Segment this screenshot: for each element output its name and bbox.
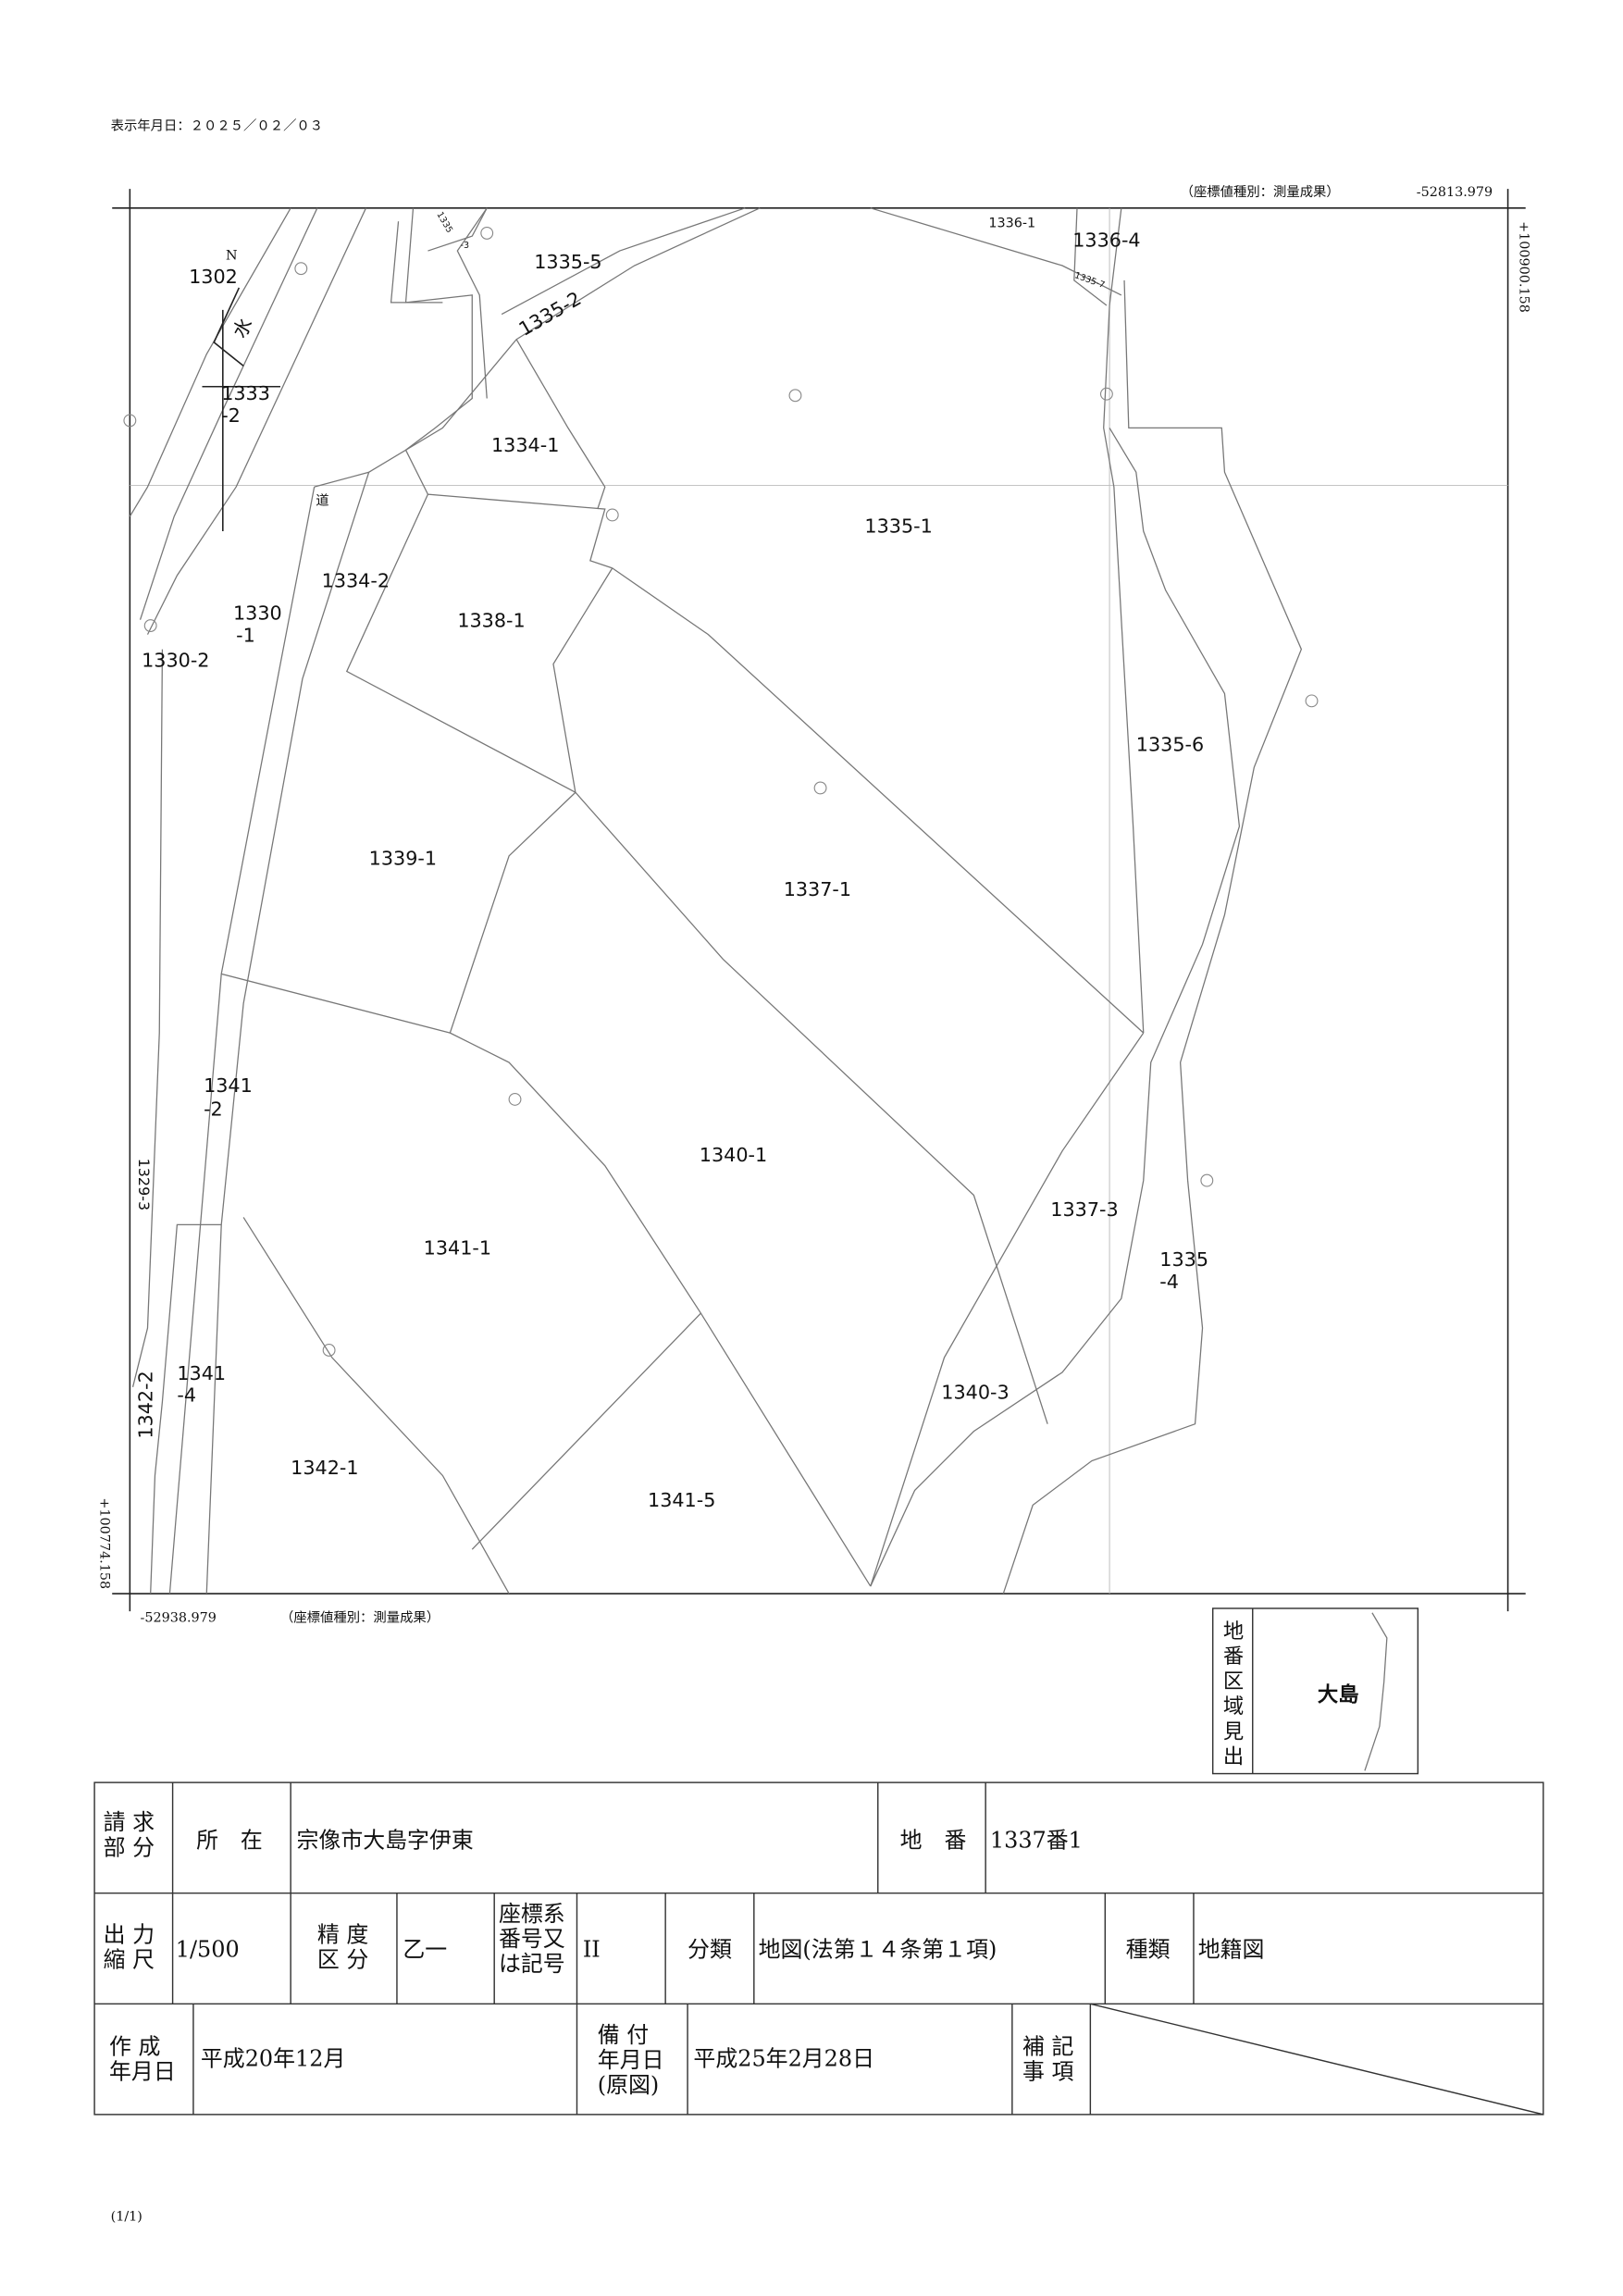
area-index-title: 地番区域見出 [1223, 1620, 1244, 1769]
display-date: 表示年月日：２０２５／０２／０３ [111, 118, 324, 133]
parcel-label: 1330-2 [142, 650, 209, 672]
parcel-label: 1341 [177, 1362, 226, 1384]
parcel-label: -1 [236, 625, 255, 647]
page-number: (1/1) [111, 2210, 142, 2225]
table-cell-r2-coord-label: 座標系番号又は記号 [499, 1901, 565, 1977]
parcel-label: 1333 [221, 382, 270, 404]
parcel-labels: 1302 1333 -2 1335 -3 1335-5 1335-2 1336-… [134, 210, 1208, 1511]
table-cell-r2-kind: 地籍図 [1198, 1936, 1265, 1962]
table-cell-r3-note-label: 補 記事 項 [1022, 2034, 1074, 2085]
parcel-label: 1334-1 [491, 434, 559, 456]
parcel-label: 1340-3 [941, 1382, 1009, 1404]
table-cell-r1-lot: 1337番1 [990, 1827, 1083, 1853]
parcel-label: 1335-5 [534, 251, 601, 273]
parcel-label: 1337-1 [784, 878, 851, 900]
table-cell-r1-lot-label: 地 番 [900, 1827, 967, 1853]
parcel-label: 1335-6 [1136, 734, 1204, 756]
parcel-label: 1302 [189, 266, 238, 288]
parcel-boundaries [129, 207, 1303, 1595]
coord-y-top: +100900.158 [1516, 221, 1530, 313]
table-cell-r3-created-label: 作 成年月日 [109, 2034, 176, 2085]
parcel-label: 1338-1 [457, 610, 525, 632]
parcel-label: 1335 [1159, 1248, 1208, 1271]
parcel-label: 1341 [204, 1074, 253, 1097]
parcel-label: 1341-1 [424, 1236, 491, 1259]
coord-type-bottom: （座標値種別：測量成果） [280, 1609, 440, 1625]
parcel-label: 1339-1 [369, 847, 437, 869]
parcel-label: 1336-4 [1072, 229, 1140, 251]
info-table [93, 1781, 1544, 2116]
table-cell-r3-created: 平成20年12月 [201, 2045, 345, 2071]
parcel-label: 1336-1 [988, 217, 1035, 231]
svg-text:N: N [226, 249, 238, 264]
coord-y-bottom: +100774.158 [96, 1497, 111, 1589]
parcel-label: 1340-1 [700, 1144, 767, 1166]
coord-type-top: （座標値種別：測量成果） [1181, 184, 1340, 200]
north-arrow-icon: N [202, 249, 280, 532]
parcel-label: -3 [461, 241, 470, 251]
parcel-label: 1335-1 [864, 515, 932, 538]
parcel-label: 1334-2 [322, 570, 390, 592]
road-label: 道 [316, 492, 328, 508]
table-cell-r2-coord: II [583, 1936, 601, 1962]
survey-point-icons [123, 226, 1319, 1357]
parcel-label: 1335-7 [1073, 270, 1107, 291]
parcel-label: 1342-1 [291, 1457, 358, 1479]
parcel-label: -4 [177, 1384, 196, 1407]
table-cell-r1-claim-label: 請 求部 分 [104, 1809, 155, 1860]
parcel-label: -2 [204, 1098, 223, 1120]
parcel-label: -2 [221, 404, 241, 427]
table-cell-r2-kind-label: 種類 [1126, 1936, 1171, 1962]
table-cell-r1-location: 宗像市大島字伊東 [297, 1827, 474, 1853]
parcel-label: 1337-3 [1050, 1198, 1118, 1221]
table-cell-r2-class: 地図(法第１４条第１項) [759, 1936, 997, 1962]
parcel-label: 1330 [233, 602, 282, 625]
coord-x-bottom: -52938.979 [141, 1610, 217, 1625]
parcel-label: 1329-3 [135, 1159, 153, 1210]
parcel-label: 1335 [434, 210, 454, 235]
table-cell-r2-precision: 乙一 [403, 1936, 447, 1962]
table-cell-r2-scale: 1/500 [176, 1936, 240, 1962]
area-name: 大島 [1318, 1682, 1359, 1706]
parcel-label: 1342-2 [134, 1371, 156, 1438]
table-cell-r3-filed: 平成25年2月28日 [693, 2045, 874, 2071]
parcel-label: 1341-5 [648, 1489, 715, 1511]
table-cell-r2-precision-label: 精 度区 分 [317, 1921, 368, 1972]
table-cell-r2-scale-label: 出 力縮 尺 [104, 1921, 155, 1972]
table-cell-r1-location-label: 所 在 [196, 1827, 263, 1853]
table-cell-r2-class-label: 分類 [688, 1936, 732, 1962]
parcel-label: -4 [1159, 1271, 1179, 1293]
area-index-box: 大島 地番区域見出 [1211, 1607, 1419, 1775]
water-label: 水 [229, 314, 257, 341]
table-cell-r3-filed-label: 備 付年月日(原図) [598, 2022, 664, 2098]
coord-x-top: -52813.979 [1417, 185, 1493, 200]
parcel-label: 1335-2 [515, 287, 586, 340]
